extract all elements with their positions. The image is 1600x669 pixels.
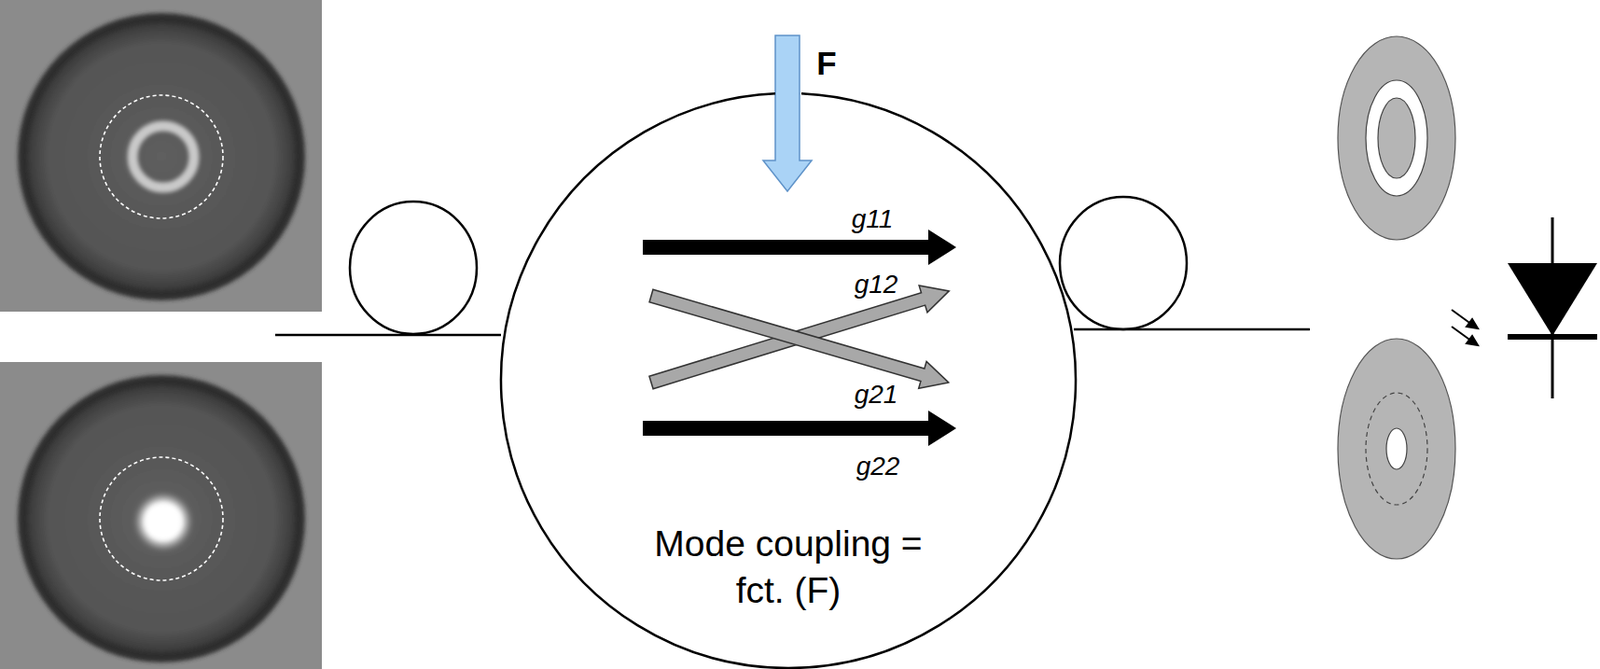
coupling-coefficient: g11	[851, 205, 894, 235]
fiber-loop	[1059, 196, 1310, 330]
coupling-coefficient: g12	[854, 270, 899, 300]
coupling-arrow	[647, 278, 954, 397]
coupling-region: Mode coupling = fct. (F)	[500, 93, 1076, 668]
coupling-arrow	[642, 229, 957, 265]
coupling-arrow	[642, 410, 957, 446]
mode-pattern-ring	[1337, 36, 1456, 240]
coupling-coefficient: g22	[856, 452, 901, 482]
photodiode-symbol	[1451, 217, 1598, 399]
coupling-coefficient: g21	[854, 380, 899, 410]
fiber-photo-ring	[0, 0, 322, 312]
node-text: Mode coupling = fct. (F)	[639, 520, 938, 614]
force-arrow	[763, 35, 812, 192]
mode-pattern-spot	[1337, 338, 1456, 559]
fiber-loop	[275, 201, 501, 335]
circle-outline	[500, 93, 1076, 668]
fiber-photo-spot	[0, 361, 322, 669]
force-label: F	[816, 45, 836, 83]
coupling-arrow	[647, 282, 953, 397]
